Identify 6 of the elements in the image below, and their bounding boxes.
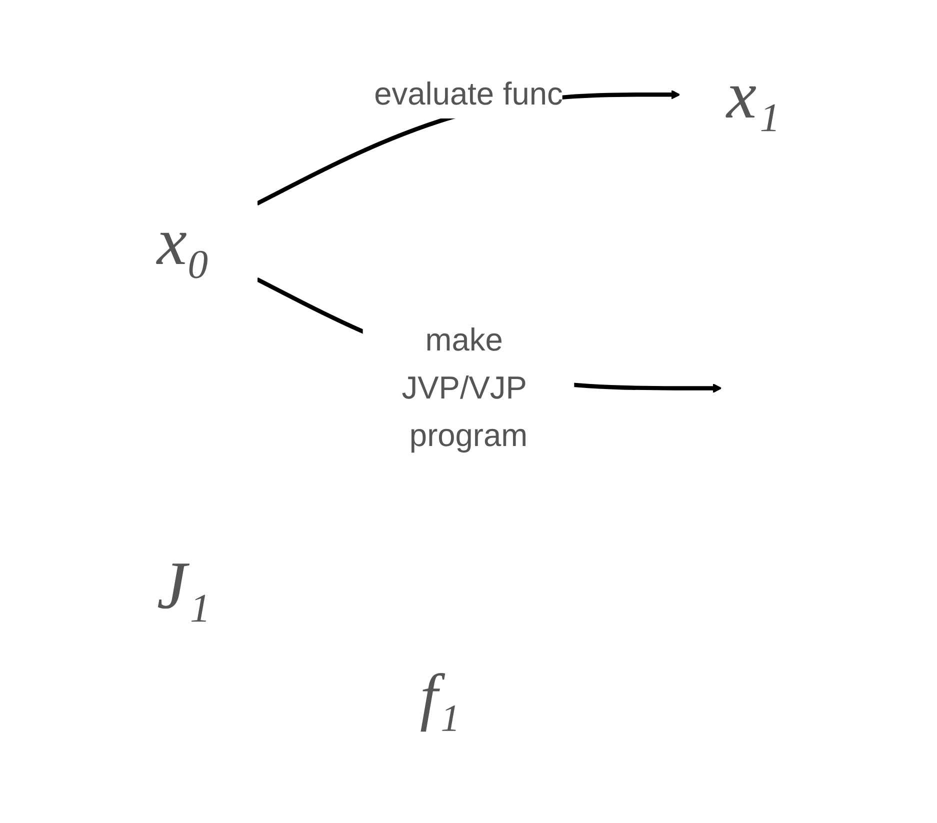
edge-label: make JVP/VJP program	[402, 323, 528, 454]
function-label: f₁	[420, 660, 460, 734]
node-text: x₁	[726, 57, 780, 132]
node-text: J₁	[156, 548, 210, 623]
node-text: x₀	[156, 204, 210, 279]
edge-label: evaluate func	[374, 77, 563, 112]
